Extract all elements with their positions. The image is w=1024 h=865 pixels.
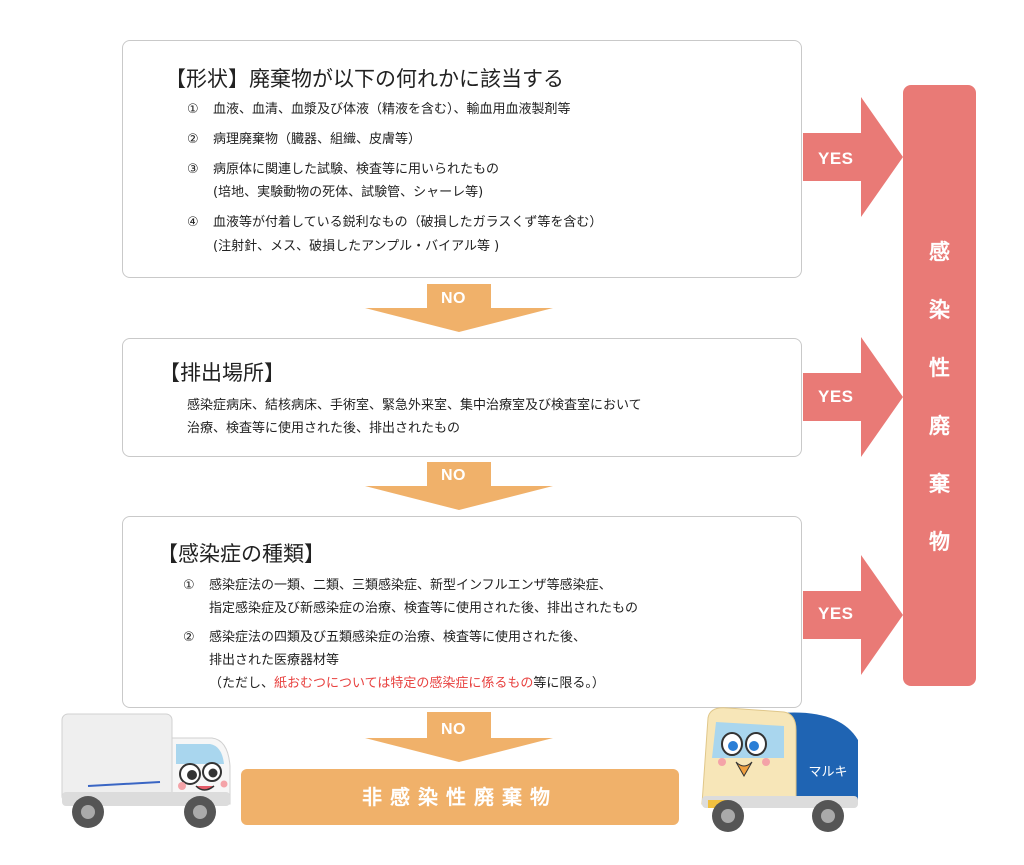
list-item: (培地、実験動物の死体、試験管、シャーレ等) [213,185,484,200]
list-item: (注射針、メス、破損したアンプル・バイアル等 ) [213,239,500,254]
result-char: 感 [929,240,950,264]
list-item: 治療、検査等に使用された後、排出されたもの [187,421,461,436]
non-infectious-waste-result: 非感染性廃棄物 [241,769,679,825]
yes-label: YES [818,149,854,168]
result-char: 物 [929,530,950,554]
no-label: NO [441,721,466,738]
infectious-waste-result: 感 染 性 廃 棄 物 [903,85,976,686]
no-arrow-1 [365,284,553,332]
yes-arrow-1 [803,97,903,217]
yes-arrow-3 [803,555,903,675]
list-item: 排出された医療器材等 [209,653,340,668]
yes-arrow-2 [803,337,903,457]
yes-label: YES [818,604,854,623]
yes-label: YES [818,387,854,406]
result-char: 廃 [929,414,950,438]
no-label: NO [441,467,466,484]
note-line: （ただし、紙おむつについては特定の感染症に係るもの等に限る。） [209,676,605,691]
condition-box-location: 【排出場所】 感染症病床、結核病床、手術室、緊急外来室、集中治療室及び検査室にお… [122,338,802,457]
no-arrow-2 [365,462,553,510]
blue-garbage-truck-illustration: マルキ [701,707,858,832]
box-title-shape: 【形状】廃棄物が以下の何れかに該当する [165,67,564,91]
truck-logo-text: マルキ [808,765,847,780]
result-char: 染 [929,298,950,322]
box-title-disease-type: 【感染症の種類】 [157,542,325,566]
highlight-text: 紙おむつについては特定の感染症に係るもの [274,676,534,691]
white-truck-illustration [61,713,231,828]
list-item: 指定感染症及び新感染症の治療、検査等に使用された後、排出されたもの [209,601,639,616]
list-item: 感染症病床、結核病床、手術室、緊急外来室、集中治療室及び検査室において [187,398,642,413]
result-char: 棄 [929,472,950,496]
no-label: NO [441,290,466,307]
box-title-location: 【排出場所】 [159,361,285,385]
no-arrow-3 [365,712,553,762]
result-char: 性 [929,356,950,380]
